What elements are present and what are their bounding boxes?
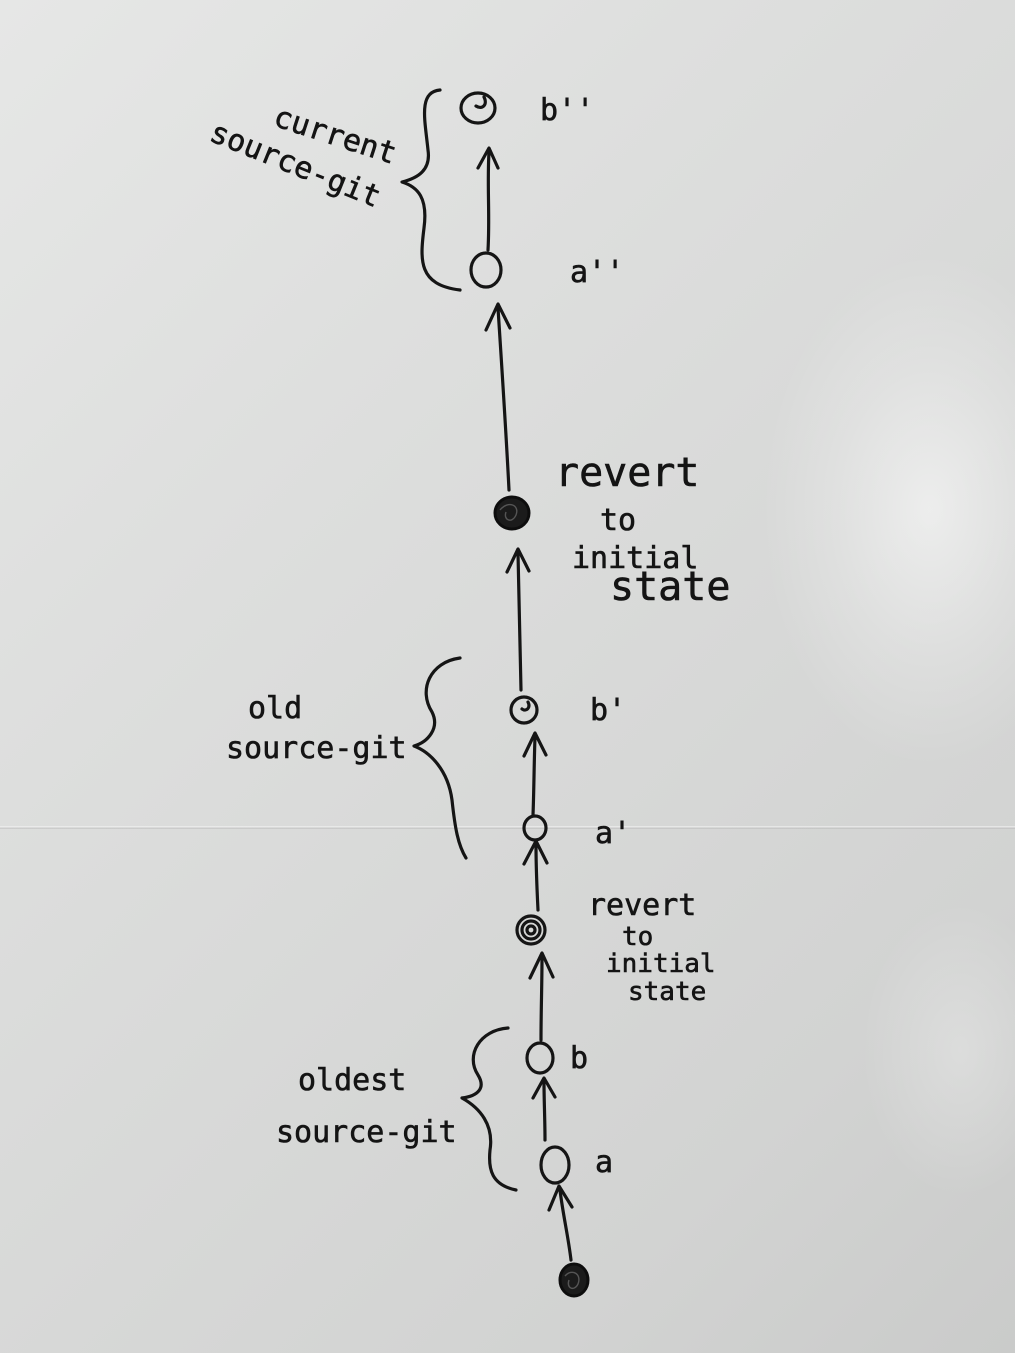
commit-node-a0 [539, 1145, 571, 1185]
commit-label-b0: b [570, 1041, 588, 1076]
revert-lower-line4: state [628, 977, 706, 1007]
edge-a0-to-b0 [531, 1076, 557, 1142]
revert-upper-line3: initial [572, 541, 698, 576]
group-label-old-line1: old [248, 691, 302, 726]
edge-revert1-to-a1 [522, 839, 549, 912]
edge-root-to-a0 [547, 1184, 574, 1262]
commit-node-a2 [469, 251, 503, 289]
commit-node-a1 [522, 814, 548, 842]
commit-label-a0: a [595, 1145, 613, 1180]
initial-node [558, 1262, 590, 1298]
commit-node-b0 [525, 1041, 555, 1075]
edge-b0-to-revert1 [528, 951, 555, 1042]
edge-a2-to-b2 [476, 146, 500, 252]
commit-label-a1: a' [595, 816, 631, 851]
brace-current [400, 88, 462, 292]
commit-label-b2: b'' [540, 93, 594, 128]
group-label-old-line2: source-git [226, 731, 407, 766]
edge-b1-to-revert2 [505, 547, 531, 692]
whiteboard-seam [0, 826, 1015, 829]
revert-lower-line2: to [622, 922, 653, 952]
group-label-oldest-line2: source-git [276, 1115, 457, 1150]
revert-upper-line2: to [600, 503, 636, 538]
group-label-oldest-line1: oldest [298, 1063, 406, 1098]
revert-lower-line3: initial [606, 949, 716, 979]
brace-oldest [460, 1026, 518, 1192]
revert-upper-line4: state [610, 564, 730, 610]
edge-a1-to-b1 [522, 731, 548, 817]
commit-node-b2 [459, 91, 497, 125]
revert-lower-line1: revert [588, 888, 696, 923]
revert-node-lower [515, 914, 547, 946]
commit-node-b1 [509, 695, 539, 725]
revert-node-upper [493, 495, 531, 531]
commit-label-a2: a'' [570, 255, 624, 290]
revert-upper-line1: revert [555, 450, 700, 496]
commit-label-b1: b' [590, 693, 626, 728]
brace-old [412, 656, 468, 860]
edge-revert2-to-a2 [484, 302, 512, 492]
